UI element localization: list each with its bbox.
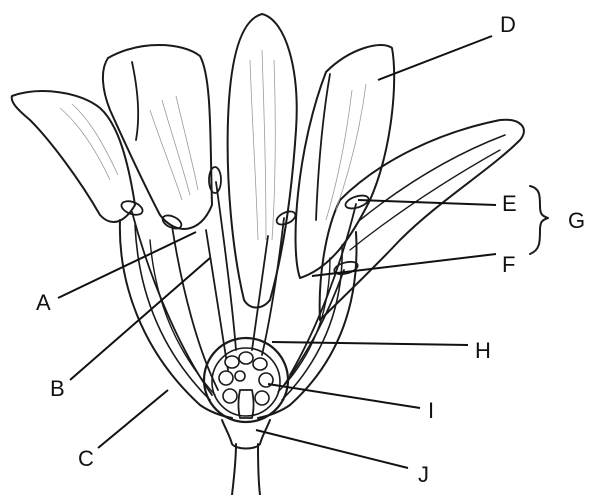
ovule bbox=[235, 371, 245, 381]
leader-line-c bbox=[98, 390, 168, 448]
ovule bbox=[239, 352, 253, 364]
ovules bbox=[219, 352, 273, 405]
leader-line-h bbox=[272, 342, 468, 345]
label-g: G bbox=[568, 208, 585, 233]
label-c: C bbox=[78, 446, 94, 471]
filament-6 bbox=[252, 236, 268, 350]
ovule bbox=[253, 358, 267, 370]
label-e: E bbox=[502, 191, 517, 216]
filament-2 bbox=[172, 226, 218, 390]
receptacle bbox=[222, 420, 270, 449]
brace-g bbox=[530, 186, 548, 254]
label-f: F bbox=[502, 252, 515, 277]
ovary-wall-outer bbox=[204, 338, 288, 422]
filament-1 bbox=[132, 212, 212, 395]
label-h: H bbox=[475, 338, 491, 363]
ovule bbox=[223, 389, 237, 403]
petal-left bbox=[103, 45, 212, 229]
petal-left-notch bbox=[132, 62, 138, 140]
petals bbox=[12, 14, 524, 320]
label-b: B bbox=[50, 376, 65, 401]
anther-2 bbox=[161, 213, 184, 231]
ovary-structure bbox=[204, 338, 288, 495]
label-a: A bbox=[36, 290, 51, 315]
placenta-column bbox=[239, 390, 254, 418]
label-d: D bbox=[500, 12, 516, 37]
petal-far-left bbox=[12, 91, 135, 222]
petal-far-right-inner bbox=[360, 135, 505, 220]
filament-4 bbox=[216, 182, 236, 350]
calyx bbox=[120, 220, 357, 418]
labels: A B C D E F G H I J bbox=[36, 12, 585, 487]
leader-line-j bbox=[256, 430, 408, 468]
sepal-right-inner-2 bbox=[278, 258, 330, 392]
flower-stalk bbox=[232, 444, 260, 495]
ovule bbox=[225, 356, 239, 368]
ovule bbox=[219, 371, 233, 385]
leader-line-d bbox=[378, 36, 492, 80]
filament-7 bbox=[290, 204, 356, 375]
leader-lines bbox=[58, 36, 548, 468]
ovule bbox=[255, 391, 269, 405]
leader-line-e bbox=[358, 200, 496, 205]
petal-far-right bbox=[320, 120, 524, 320]
label-i: I bbox=[428, 398, 434, 423]
label-j: J bbox=[418, 462, 429, 487]
